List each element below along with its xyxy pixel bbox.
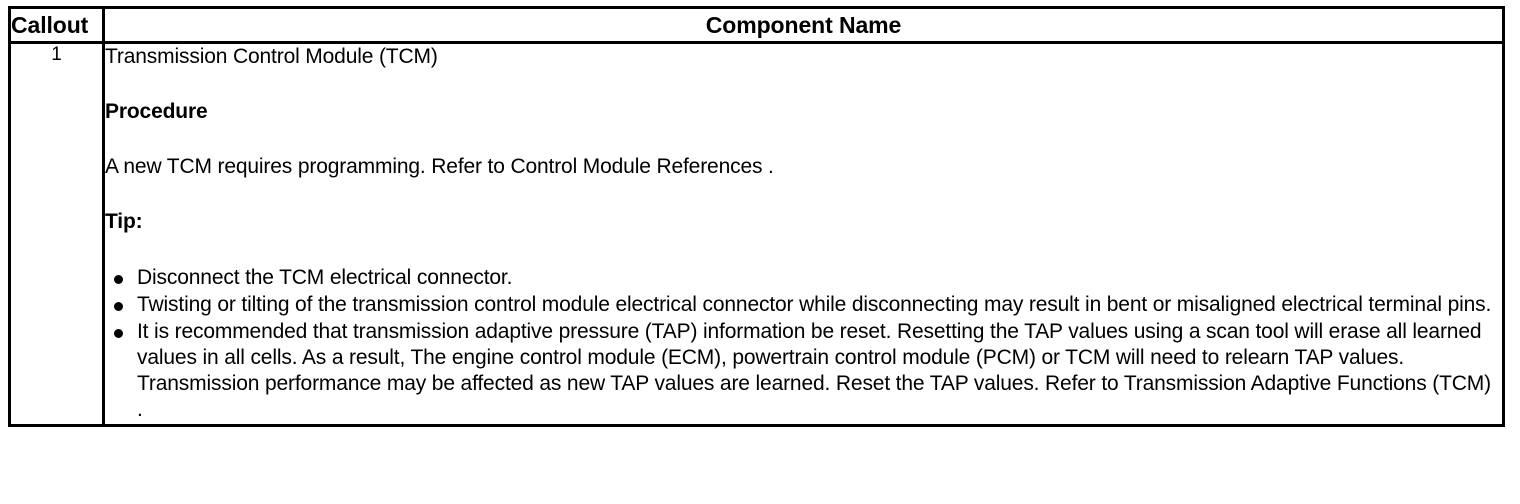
list-item-text: Disconnect the TCM electrical connector. [137, 266, 513, 289]
component-title: Transmission Control Module (TCM) [105, 45, 438, 68]
column-header-component-name: Component Name [102, 6, 1505, 44]
table-head: Callout Component Name [8, 6, 1505, 44]
component-table: Callout Component Name 1 Transmission Co… [8, 6, 1505, 427]
list-item-text: Twisting or tilting of the transmission … [137, 293, 1492, 316]
list-item: Twisting or tilting of the transmission … [105, 292, 1502, 318]
table-row: 1 Transmission Control Module (TCM) Proc… [8, 41, 1505, 427]
list-item: It is recommended that transmission adap… [105, 319, 1502, 423]
table-header-row: Callout Component Name [8, 6, 1505, 44]
tip-heading: Tip: [105, 210, 143, 233]
list-item-text: It is recommended that transmission adap… [137, 320, 1491, 421]
bullet-dot-icon [114, 302, 123, 311]
bullet-dot-icon [114, 275, 123, 284]
bullet-dot-icon [114, 329, 123, 338]
table-body: 1 Transmission Control Module (TCM) Proc… [8, 41, 1505, 427]
procedure-text: A new TCM requires programming. Refer to… [105, 155, 774, 178]
procedure-heading: Procedure [105, 100, 208, 123]
component-description-cell: Transmission Control Module (TCM) Proced… [102, 41, 1505, 427]
callout-number-cell: 1 [8, 41, 105, 427]
tip-list: Disconnect the TCM electrical connector.… [105, 265, 1502, 423]
component-description-body: Transmission Control Module (TCM) Proced… [105, 44, 1502, 423]
column-header-callout: Callout [8, 6, 105, 44]
list-item: Disconnect the TCM electrical connector. [105, 265, 1502, 291]
